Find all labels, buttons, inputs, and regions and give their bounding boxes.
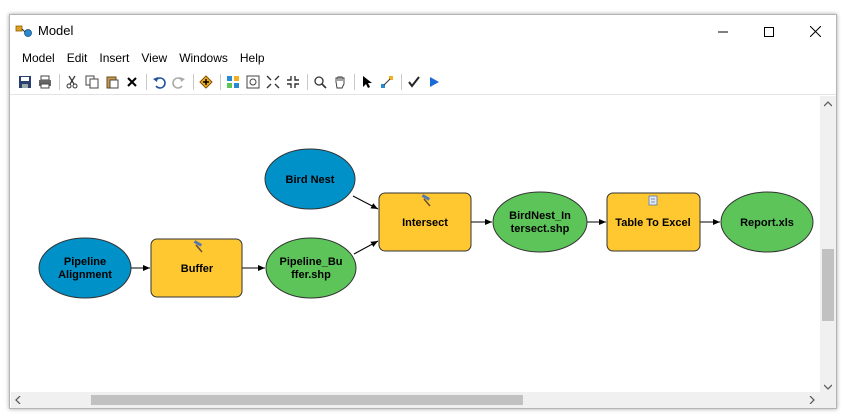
node-birdnest-intersect[interactable]: BirdNest_In tersect.shp <box>492 191 588 253</box>
node-birdnest-intersect-label-1: BirdNest_In <box>509 210 571 222</box>
toolbar-separator <box>193 73 194 90</box>
scroll-right-arrow-icon[interactable] <box>809 395 815 407</box>
maximize-icon <box>764 26 774 37</box>
save-icon[interactable] <box>16 73 34 91</box>
node-report-label: Report.xls <box>740 217 794 229</box>
vertical-scroll-thumb[interactable] <box>822 249 834 321</box>
menu-insert[interactable]: Insert <box>99 51 130 65</box>
redo-icon[interactable] <box>170 73 188 91</box>
toolbar <box>10 69 836 95</box>
toolbar-separator <box>220 73 221 90</box>
title-bar: Model <box>10 15 836 48</box>
close-icon <box>809 26 821 37</box>
paste-icon[interactable] <box>103 73 121 91</box>
toolbar-separator <box>354 73 355 90</box>
select-icon[interactable] <box>358 73 376 91</box>
node-pipeline-alignment-label-1: Pipeline <box>64 256 106 268</box>
menu-edit[interactable]: Edit <box>66 51 88 65</box>
model-diagram: Pipeline Alignment Buffer Pipeline_Bu ff… <box>38 148 814 299</box>
connector-bird-nest-to-intersect[interactable] <box>352 195 379 210</box>
pan-icon[interactable] <box>331 73 349 91</box>
full-extent-icon[interactable] <box>244 73 262 91</box>
node-intersect-label: Intersect <box>402 217 448 229</box>
node-table-to-excel-label: Table To Excel <box>615 217 690 229</box>
window-title: Model <box>38 23 74 38</box>
horizontal-scroll-thumb[interactable] <box>91 395 523 405</box>
scroll-left-arrow-icon[interactable] <box>15 395 21 407</box>
toolbar-separator <box>146 73 147 90</box>
minimize-button[interactable] <box>700 15 746 48</box>
node-intersect[interactable]: Intersect <box>378 192 472 252</box>
node-pipeline-buffer[interactable]: Pipeline_Bu ffer.shp <box>265 237 357 299</box>
model-window: Model Model Edit Insert View Windows Hel… <box>9 14 837 409</box>
model-canvas[interactable]: Pipeline Alignment Buffer Pipeline_Bu ff… <box>11 96 820 393</box>
menu-bar: Model Edit Insert View Windows Help <box>10 48 836 68</box>
node-birdnest-intersect-label-2: tersect.shp <box>511 223 570 235</box>
node-report[interactable]: Report.xls <box>720 191 814 253</box>
node-pipeline-alignment[interactable]: Pipeline Alignment <box>38 237 132 299</box>
node-buffer-label: Buffer <box>181 263 214 275</box>
toolbar-separator <box>59 73 60 90</box>
scroll-up-arrow-icon[interactable] <box>823 99 833 110</box>
script-tool-icon <box>648 195 658 206</box>
connector-pipeline-buffer-to-intersect[interactable] <box>353 240 379 255</box>
validate-icon[interactable] <box>405 73 423 91</box>
node-pipeline-alignment-label-2: Alignment <box>58 269 112 281</box>
cut-icon[interactable] <box>63 73 81 91</box>
zoom-icon[interactable] <box>311 73 329 91</box>
node-buffer[interactable]: Buffer <box>150 238 243 298</box>
toolbar-separator <box>401 73 402 90</box>
add-data-icon[interactable] <box>197 73 215 91</box>
undo-icon[interactable] <box>150 73 168 91</box>
node-pipeline-buffer-label-2: ffer.shp <box>291 269 331 281</box>
maximize-button[interactable] <box>746 15 792 48</box>
menu-windows[interactable]: Windows <box>179 51 228 65</box>
model-app-icon <box>15 24 33 38</box>
copy-icon[interactable] <box>83 73 101 91</box>
menu-model[interactable]: Model <box>22 51 55 65</box>
scrollbar-corner <box>820 392 836 408</box>
menu-view[interactable]: View <box>141 51 168 65</box>
minimize-icon <box>718 31 728 32</box>
auto-layout-icon[interactable] <box>224 73 242 91</box>
scroll-down-arrow-icon[interactable] <box>823 382 833 393</box>
node-bird-nest-label: Bird Nest <box>286 174 335 186</box>
menu-help[interactable]: Help <box>239 51 265 65</box>
zoom-in-fixed-icon[interactable] <box>264 73 282 91</box>
node-table-to-excel[interactable]: Table To Excel <box>606 192 701 252</box>
close-button[interactable] <box>792 15 838 48</box>
connect-icon[interactable] <box>378 73 396 91</box>
zoom-out-fixed-icon[interactable] <box>284 73 302 91</box>
run-icon[interactable] <box>425 73 443 91</box>
vertical-scrollbar[interactable] <box>820 96 836 393</box>
delete-icon[interactable] <box>123 73 141 91</box>
horizontal-scrollbar[interactable] <box>11 392 820 408</box>
node-pipeline-buffer-label-1: Pipeline_Bu <box>280 256 343 268</box>
toolbar-separator <box>307 73 308 90</box>
print-icon[interactable] <box>36 73 54 91</box>
node-bird-nest[interactable]: Bird Nest <box>264 148 356 210</box>
